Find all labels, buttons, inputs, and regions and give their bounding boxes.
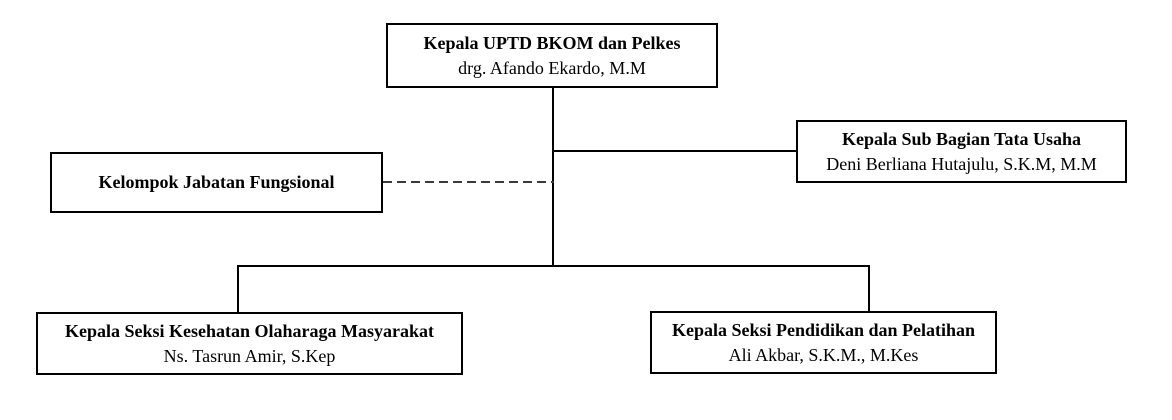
org-node-kepala-uptd-person: drg. Afando Ekardo, M.M (458, 57, 646, 78)
org-node-sub-bagian-tata-usaha-title: Kepala Sub Bagian Tata Usaha (841, 128, 1082, 149)
connector-head-to-fungsional-dashed-line (383, 181, 554, 183)
org-node-kelompok-jabatan-fungsional: Kelompok Jabatan Fungsional (50, 152, 383, 213)
connector-seksi-horizontal-line (237, 265, 870, 267)
org-node-seksi-kesehatan-olahraga-title: Kepala Seksi Kesehatan Olaharaga Masyara… (64, 320, 434, 341)
connector-head-to-tata-usaha-line (554, 150, 796, 152)
org-node-seksi-pendidikan-pelatihan: Kepala Seksi Pendidikan dan Pelatihan Al… (650, 311, 997, 374)
org-node-seksi-pendidikan-pelatihan-person: Ali Akbar, S.K.M., M.Kes (728, 344, 919, 365)
connector-drop-to-pendidikan-line (868, 265, 870, 311)
org-node-seksi-kesehatan-olahraga: Kepala Seksi Kesehatan Olaharaga Masyara… (36, 312, 463, 375)
org-node-sub-bagian-tata-usaha: Kepala Sub Bagian Tata Usaha Deni Berlia… (796, 120, 1127, 183)
org-node-kelompok-jabatan-fungsional-title: Kelompok Jabatan Fungsional (98, 172, 335, 192)
org-node-sub-bagian-tata-usaha-person: Deni Berliana Hutajulu, S.K.M, M.M (826, 153, 1097, 174)
org-node-seksi-pendidikan-pelatihan-title: Kepala Seksi Pendidikan dan Pelatihan (671, 319, 976, 340)
org-node-seksi-kesehatan-olahraga-person: Ns. Tasrun Amir, S.Kep (163, 345, 336, 366)
org-node-kepala-uptd-title: Kepala UPTD BKOM dan Pelkes (423, 32, 681, 53)
org-node-kepala-uptd: Kepala UPTD BKOM dan Pelkes drg. Afando … (386, 23, 718, 88)
connector-drop-to-kesehatan-line (237, 265, 239, 312)
connector-head-vertical-line (552, 88, 554, 267)
